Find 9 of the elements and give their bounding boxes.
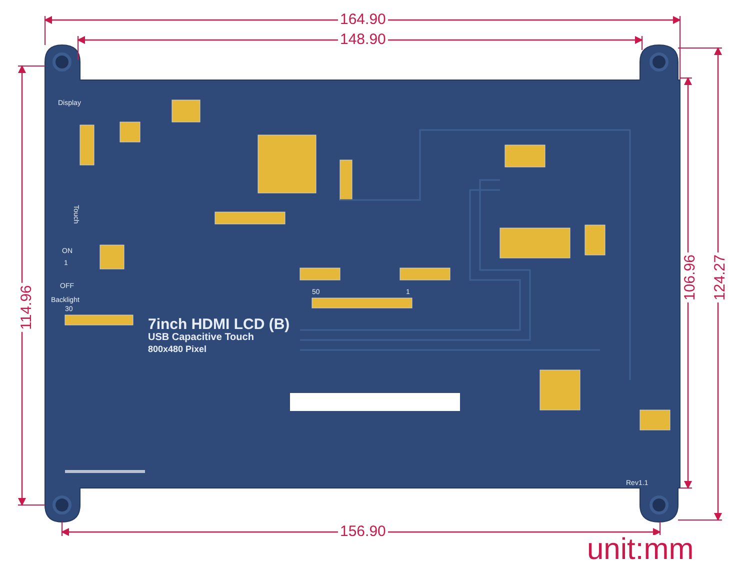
dimension-label: 164.90 (338, 12, 388, 27)
dimension-label: 156.90 (338, 524, 388, 539)
dimension-label: 106.96 (682, 252, 698, 302)
dimension-label: 124.27 (712, 252, 728, 302)
spec-text: USB Capacitive Touch (148, 333, 254, 343)
product-title: 7inch HDMI LCD (B) (148, 317, 290, 332)
dimension-label: 148.90 (338, 32, 388, 47)
dimension-label: 114.96 (18, 283, 34, 332)
spec-text: 800x480 Pixel (148, 345, 207, 354)
